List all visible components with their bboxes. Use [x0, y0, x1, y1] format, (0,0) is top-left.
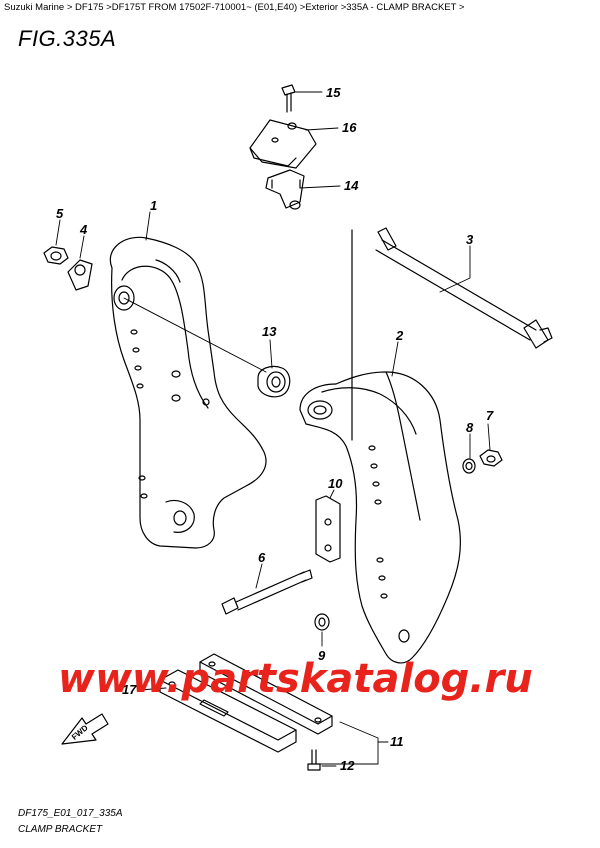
callout-8: 8 — [466, 420, 474, 435]
figure-title: FIG.335A — [18, 26, 117, 51]
fwd-arrow-icon — [61, 713, 109, 745]
callout-16: 16 — [342, 120, 357, 135]
callout-2: 2 — [395, 328, 404, 343]
callout-13: 13 — [262, 324, 277, 339]
breadcrumb[interactable]: Suzuki Marine > DF175 >DF175T FROM 17502… — [4, 2, 465, 13]
part-8-washer[interactable] — [462, 458, 476, 474]
callout-9: 9 — [318, 648, 326, 663]
part-10-pad[interactable] — [315, 495, 341, 563]
callout-5: 5 — [56, 206, 64, 221]
leader-lines — [55, 91, 491, 767]
callout-15: 15 — [326, 85, 341, 100]
part-3-tilt-tube[interactable] — [375, 227, 553, 349]
part-14-plate[interactable] — [265, 169, 305, 210]
part-6-bolt[interactable] — [221, 569, 313, 615]
callout-12: 12 — [340, 758, 355, 773]
callout-7: 7 — [486, 408, 494, 423]
part-7-nut[interactable] — [479, 449, 503, 467]
part-11-plate[interactable] — [199, 653, 333, 735]
callout-4: 4 — [79, 222, 88, 237]
part-1-clamp-bracket[interactable] — [109, 236, 267, 549]
part-15-bolt[interactable] — [281, 84, 296, 113]
callout-labels: 15 16 14 5 4 1 3 13 2 7 8 10 6 9 17 11 1… — [56, 85, 494, 773]
callout-10: 10 — [328, 476, 343, 491]
part-9-washer[interactable] — [314, 613, 330, 631]
figure-code: DF175_E01_017_335A — [18, 808, 123, 819]
fwd-label: FWD — [70, 723, 90, 742]
callout-1: 1 — [150, 198, 157, 213]
part-12-bolt[interactable] — [307, 749, 321, 771]
callout-17: 17 — [122, 682, 137, 697]
part-4-washer[interactable] — [67, 259, 93, 291]
callout-6: 6 — [258, 550, 266, 565]
part-13-bushing[interactable] — [257, 365, 291, 398]
part-2-clamp-bracket[interactable] — [299, 371, 461, 664]
callout-11: 11 — [390, 734, 404, 749]
watermark: www.partskatalog.ru — [58, 656, 533, 702]
callout-14: 14 — [344, 178, 359, 193]
part-16-cover[interactable] — [249, 119, 317, 169]
part-5-nut[interactable] — [43, 246, 69, 265]
figure-caption: CLAMP BRACKET — [18, 824, 103, 835]
callout-3: 3 — [466, 232, 474, 247]
part-17-anode[interactable] — [159, 669, 297, 753]
